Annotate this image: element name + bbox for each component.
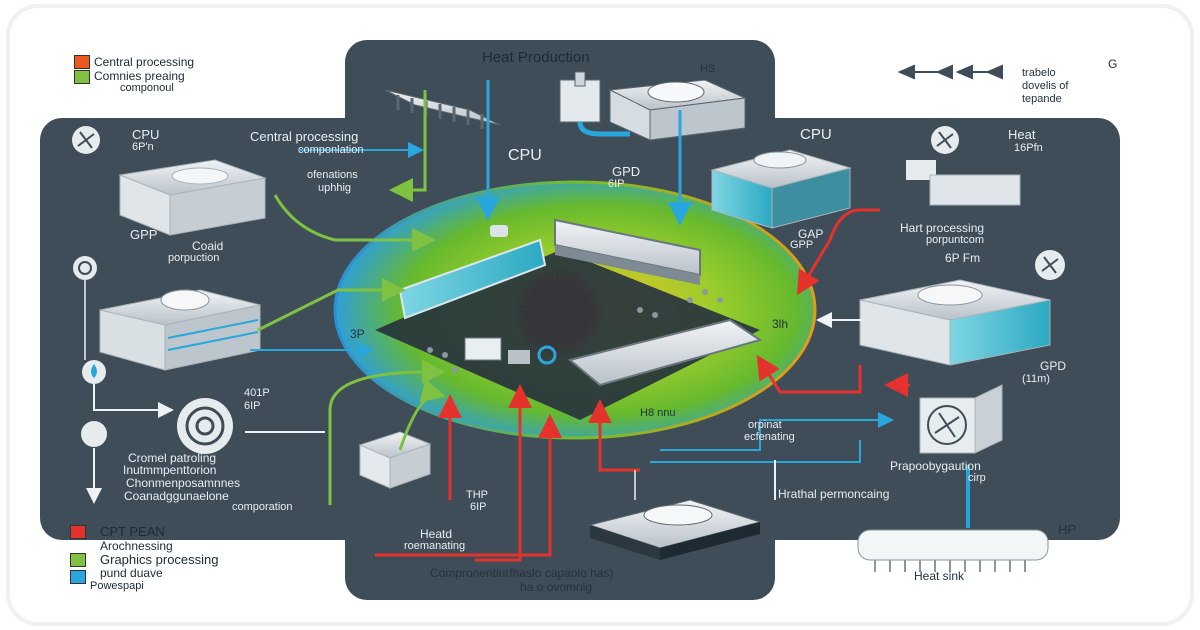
arrow-red-right-2	[756, 354, 862, 394]
label-gpd-mid: GPD	[612, 164, 641, 179]
legend-bottom-label-1: CPT PEAN	[100, 524, 165, 539]
direction-arrows	[897, 64, 1003, 80]
motherboard	[375, 218, 763, 420]
memory-module-icon	[398, 238, 547, 320]
legend-bottom-label-4: pund duave	[100, 566, 163, 580]
heatsink-bottom-icon	[590, 525, 660, 560]
label-cromel-2: Inutmmpenttorion	[123, 463, 217, 477]
top-components	[384, 71, 747, 141]
label-top-right-1: trabelo	[1022, 67, 1056, 79]
legend-top-label-1: Central processing	[94, 55, 195, 69]
label-tag-3p: 3P	[350, 327, 365, 341]
label-ofenations-sub: uphhig	[318, 182, 352, 194]
label-top-right-g: G	[1108, 57, 1118, 71]
label-heatd: Heatd	[420, 527, 453, 541]
label-gpd-right-sub: (11m)	[1022, 373, 1050, 385]
label-comprob: Compronentiurfhaslo capaolo has)	[430, 566, 614, 580]
legend-bottom-swatch-blue	[70, 570, 86, 584]
label-cromel-4: Coanadggunaelone	[124, 489, 229, 503]
label-orpinat: orpinat	[748, 419, 782, 431]
bottom-components	[358, 431, 1049, 572]
label-thp: THP	[466, 489, 488, 501]
arrow-blue-bottom	[660, 412, 894, 451]
label-gpp: GPP	[130, 227, 158, 242]
arrow-red-bottom-2	[475, 384, 532, 562]
label-thp-sub: 6IP	[470, 501, 487, 513]
label-orpinat-sub: ecfenating	[744, 431, 795, 443]
page-title: Heat Production	[482, 49, 590, 66]
label-proppo: Prapoobygaution	[890, 459, 981, 473]
arrow-red-right	[796, 208, 880, 296]
label-hart-processing-sub: porpuntcom	[926, 234, 985, 246]
heat-sink-icon	[857, 529, 1049, 561]
legend-top-swatch-orange	[74, 55, 90, 69]
arrow-green-left	[273, 194, 436, 252]
double-arrow-icon	[897, 64, 953, 80]
label-he-nu: H8 nnu	[640, 407, 676, 419]
legend-bottom-label-5: Powespapi	[90, 580, 144, 592]
label-heatd-sub: roemanating	[404, 540, 466, 552]
label-cromel-5: comporation	[232, 501, 293, 513]
chip-bottom-icon	[567, 318, 763, 387]
label-ofenations: ofenations	[307, 169, 358, 181]
label-top-right-3: tepande	[1022, 93, 1062, 105]
label-6ip: 6IP	[244, 400, 261, 412]
arrow-red-bottom-4	[588, 399, 640, 472]
label-heat-sink: Heat sink	[914, 569, 965, 583]
wave-icon	[81, 421, 107, 447]
legend-bottom-label-3: Graphics processing	[100, 552, 219, 567]
label-6pfm: 6P Fm	[945, 251, 981, 265]
left-components	[99, 159, 267, 371]
left-icons	[72, 126, 233, 504]
label-comprob-sub: ha o ovomnlg	[520, 580, 593, 594]
label-cromel-3: Chonmenposamnnes	[126, 476, 241, 490]
label-hart-processing: Hart processing	[900, 221, 985, 235]
label-cromel-1: Cromel patroling	[128, 451, 217, 465]
heatsink-top-icon	[384, 89, 501, 126]
label-cpu-right: CPU	[800, 126, 832, 143]
link-icon-left	[73, 256, 97, 280]
legend-top-label-2: Comnies preaing	[94, 69, 185, 83]
label-hp: HP	[1058, 522, 1077, 537]
legend-bottom-swatch-red	[70, 525, 86, 539]
label-top-right-2: dovelis of	[1022, 80, 1069, 92]
label-hrathal: Hrathal permoncaing	[778, 487, 890, 501]
legend-bottom-swatch-green	[70, 553, 86, 567]
label-gpd-mid-sub: 6IP	[608, 178, 625, 190]
label-central-proc: Central processing	[250, 129, 359, 144]
pump-right-icon	[906, 160, 936, 180]
right-components	[710, 126, 1065, 454]
label-coaid: Coaid	[192, 239, 224, 253]
label-central-proc-sub: componlation	[298, 144, 364, 156]
label-cpu-left: CPU	[132, 127, 160, 142]
label-gpd-right: GPD	[1040, 359, 1067, 373]
label-cpu-left-sub: 6P'n	[132, 141, 154, 153]
label-gap-sub: GPP	[790, 239, 814, 251]
label-401p: 401P	[244, 387, 270, 399]
label-gap: GAP	[798, 227, 824, 241]
label-proppo-sub: cirp	[968, 472, 986, 484]
target-icon	[177, 398, 233, 454]
label-tag-3ln: 3lh	[772, 317, 789, 331]
label-heat-right-sub: 16Pfn	[1014, 142, 1043, 154]
label-cpu-mid: CPU	[508, 147, 542, 164]
legend-top-label-3: componoul	[120, 82, 174, 94]
label-heat-right: Heat	[1008, 127, 1036, 142]
outer-frame	[6, 4, 1194, 626]
label-coaid-sub: porpuction	[168, 252, 220, 264]
arrow-green-bottom	[328, 359, 446, 505]
arrow-green-top	[389, 90, 427, 202]
arrow-red-bottom-3	[375, 414, 562, 557]
arrow-green-cooler	[257, 278, 406, 332]
double-arrow-icon-2	[955, 64, 1003, 80]
flow-arrows	[245, 80, 970, 562]
label-hs-badge: HS	[700, 63, 716, 75]
legend-bottom-label-2: Arochnessing	[100, 539, 173, 553]
legend-top-swatch-green	[74, 70, 90, 84]
